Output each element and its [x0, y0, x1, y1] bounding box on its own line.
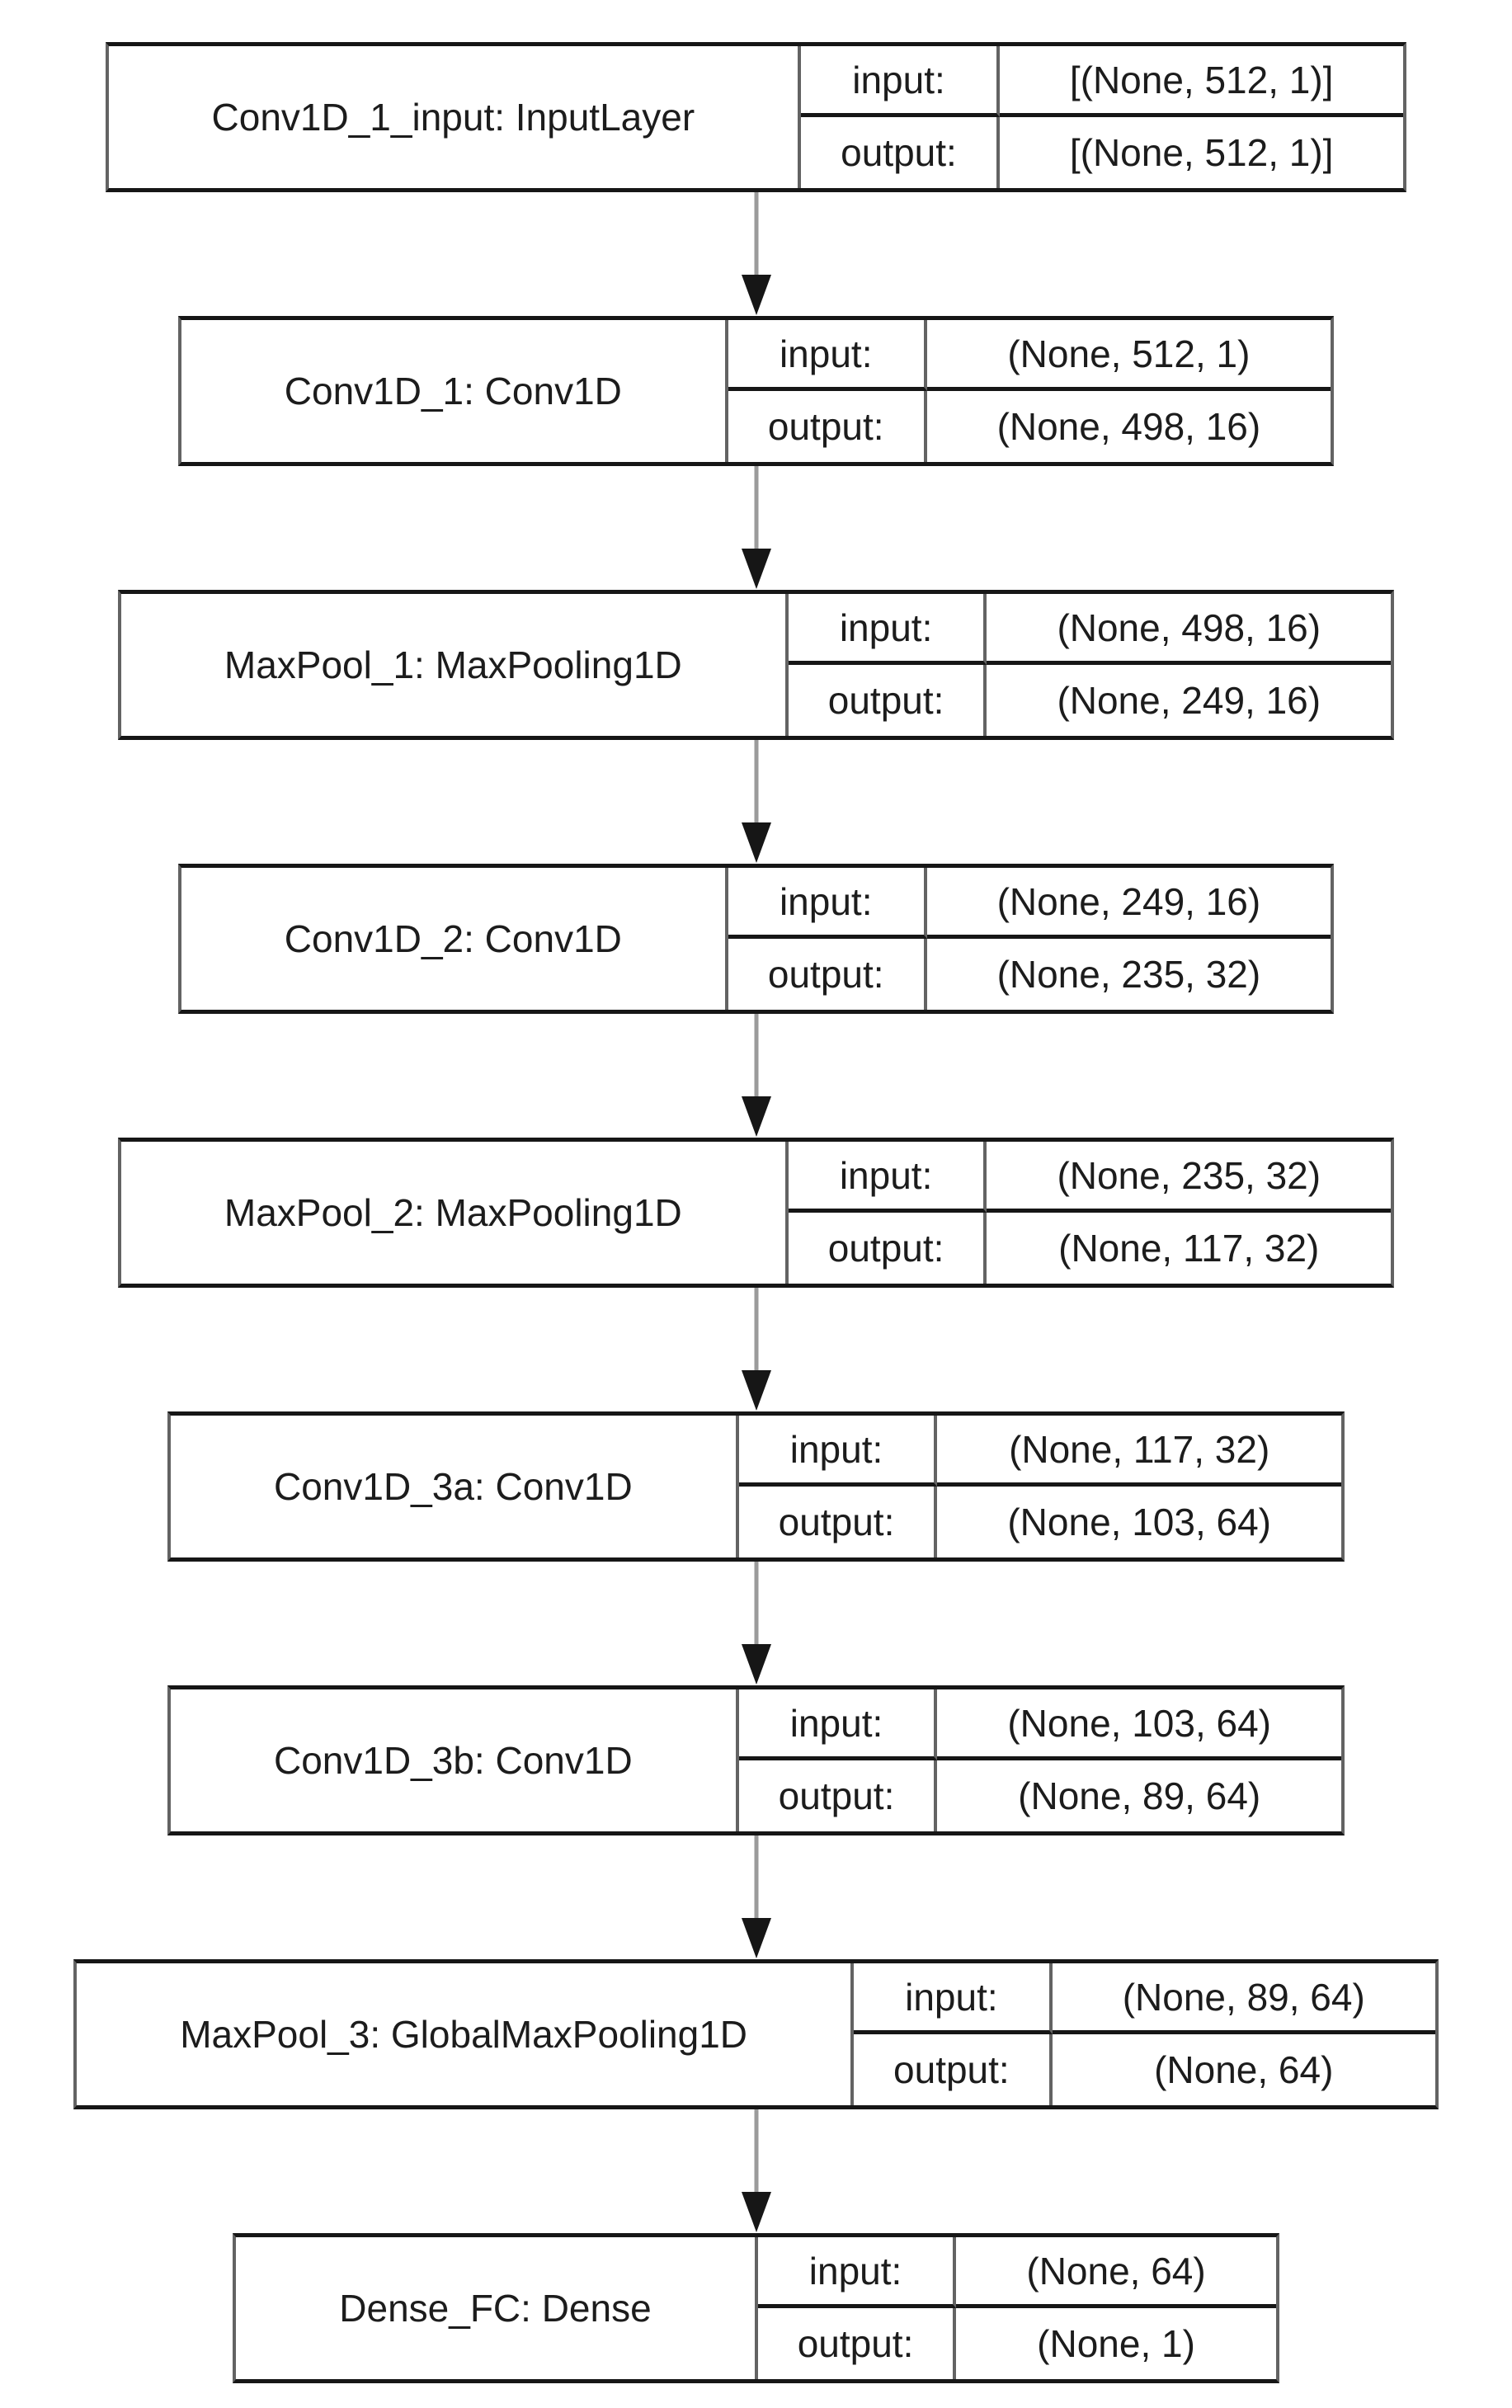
input-shape: (None, 103, 64) — [937, 1689, 1342, 1760]
output-label: output: — [789, 1213, 987, 1284]
layer-node-conv1d-3a: Conv1D_3a: Conv1D input: (None, 117, 32)… — [167, 1411, 1345, 1562]
input-label: input: — [728, 320, 927, 391]
input-label: input: — [728, 868, 927, 939]
layer-node-conv1d-1-input: Conv1D_1_input: InputLayer input: [(None… — [105, 42, 1407, 192]
output-label: output: — [854, 2034, 1053, 2105]
output-label: output: — [758, 2308, 957, 2379]
flow-arrow-down-icon — [737, 1562, 775, 1685]
output-label: output: — [739, 1487, 938, 1557]
output-shape: (None, 249, 16) — [1057, 679, 1321, 722]
layer-name: Conv1D_3a: Conv1D — [171, 1416, 739, 1557]
layer-name: MaxPool_1: MaxPooling1D — [121, 594, 789, 736]
input-label: input: — [801, 46, 1000, 117]
flow-arrow-down-icon — [737, 192, 775, 316]
input-label: input: — [738, 1416, 938, 1487]
layer-name: Conv1D_3b: Conv1D — [171, 1689, 739, 1831]
layer-node-maxpool-1: MaxPool_1: MaxPooling1D input: (None, 49… — [117, 590, 1395, 740]
flow-arrow-down-icon — [737, 740, 775, 864]
input-label: input: — [854, 1963, 1053, 2034]
layer-name: MaxPool_2: MaxPooling1D — [121, 1142, 789, 1284]
flow-arrow-down-icon — [737, 2109, 775, 2233]
input-label: input: — [788, 594, 987, 665]
output-shape: (None, 103, 64) — [1007, 1501, 1272, 1543]
input-shape: (None, 235, 32) — [987, 1142, 1392, 1213]
output-label: output: — [728, 391, 927, 462]
output-shape: [(None, 512, 1)] — [1069, 131, 1334, 174]
layer-name: Conv1D_1: Conv1D — [181, 320, 728, 462]
output-shape: (None, 89, 64) — [1018, 1774, 1261, 1817]
output-label: output: — [789, 665, 987, 736]
layer-io-table: input: [(None, 512, 1)] output: [(None, … — [801, 46, 1404, 188]
output-label: output: — [801, 117, 1000, 188]
layer-node-maxpool-3: MaxPool_3: GlobalMaxPooling1D input: (No… — [73, 1959, 1439, 2109]
input-shape: (None, 498, 16) — [987, 594, 1392, 665]
flow-arrow-down-icon — [737, 466, 775, 590]
layer-node-conv1d-2: Conv1D_2: Conv1D input: (None, 249, 16) … — [177, 864, 1335, 1014]
input-shape: (None, 64) — [956, 2237, 1276, 2308]
layer-node-conv1d-3b: Conv1D_3b: Conv1D input: (None, 103, 64)… — [167, 1685, 1345, 1835]
layer-name: Conv1D_2: Conv1D — [181, 868, 728, 1010]
layer-io-table: input: (None, 64) output: (None, 1) — [757, 2237, 1276, 2379]
input-shape: (None, 249, 16) — [926, 868, 1331, 939]
layer-io-table: input: (None, 103, 64) output: (None, 89… — [738, 1689, 1342, 1831]
input-shape: (None, 512, 1) — [926, 320, 1331, 391]
output-shape: (None, 1) — [1037, 2322, 1195, 2365]
layer-io-table: input: (None, 498, 16) output: (None, 24… — [788, 594, 1392, 736]
output-shape: (None, 64) — [1154, 2048, 1334, 2091]
input-label: input: — [788, 1142, 987, 1213]
output-label: output: — [739, 1760, 938, 1831]
layer-node-conv1d-1: Conv1D_1: Conv1D input: (None, 512, 1) o… — [177, 316, 1335, 466]
layer-node-dense-fc: Dense_FC: Dense input: (None, 64) output… — [233, 2233, 1279, 2383]
flow-arrow-down-icon — [737, 1014, 775, 1138]
layer-name: Conv1D_1_input: InputLayer — [109, 46, 802, 188]
layer-io-table: input: (None, 117, 32) output: (None, 10… — [738, 1416, 1342, 1557]
layer-io-table: input: (None, 89, 64) output: (None, 64) — [854, 1963, 1435, 2105]
input-label: input: — [738, 1689, 938, 1760]
layer-io-table: input: (None, 235, 32) output: (None, 11… — [788, 1142, 1392, 1284]
output-shape: (None, 235, 32) — [996, 953, 1261, 996]
layer-name: Dense_FC: Dense — [236, 2237, 758, 2379]
layer-io-table: input: (None, 512, 1) output: (None, 498… — [728, 320, 1331, 462]
input-shape: (None, 89, 64) — [1052, 1963, 1435, 2034]
output-label: output: — [728, 939, 927, 1010]
output-shape: (None, 498, 16) — [996, 405, 1261, 448]
layer-node-maxpool-2: MaxPool_2: MaxPooling1D input: (None, 23… — [117, 1138, 1395, 1288]
layer-name: MaxPool_3: GlobalMaxPooling1D — [77, 1963, 855, 2105]
input-label: input: — [757, 2237, 957, 2308]
input-shape: [(None, 512, 1)] — [999, 46, 1404, 117]
layer-io-table: input: (None, 249, 16) output: (None, 23… — [728, 868, 1331, 1010]
output-shape: (None, 117, 32) — [1058, 1227, 1320, 1270]
input-shape: (None, 117, 32) — [937, 1416, 1342, 1487]
flow-arrow-down-icon — [737, 1288, 775, 1411]
flow-arrow-down-icon — [737, 1835, 775, 1959]
